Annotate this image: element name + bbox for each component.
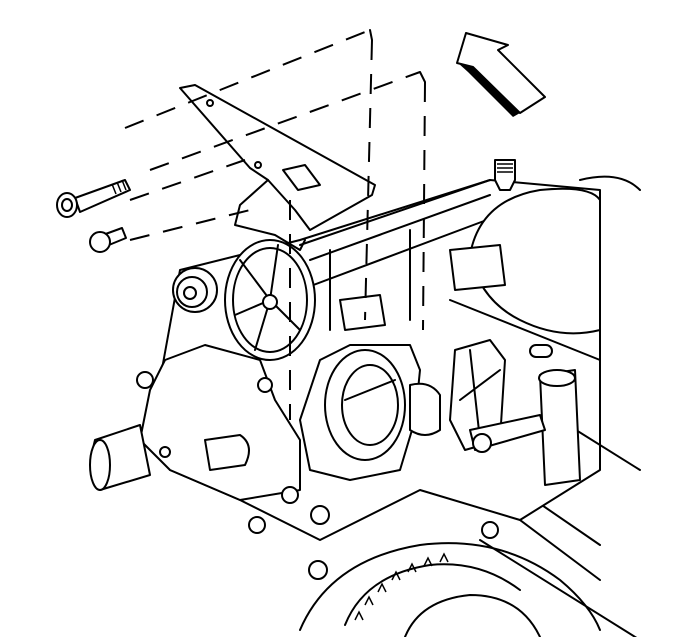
bolt-short	[89, 227, 127, 253]
mounting-bracket	[179, 84, 376, 251]
pulley-wheel	[224, 239, 316, 361]
alternator	[469, 159, 641, 335]
throttle-body	[299, 244, 581, 539]
alignment-lines	[124, 29, 426, 420]
water-outlet-housing	[89, 344, 330, 534]
idler-pulley	[172, 267, 218, 313]
direction-arrow-icon	[456, 32, 546, 117]
bolt-long	[56, 179, 131, 218]
